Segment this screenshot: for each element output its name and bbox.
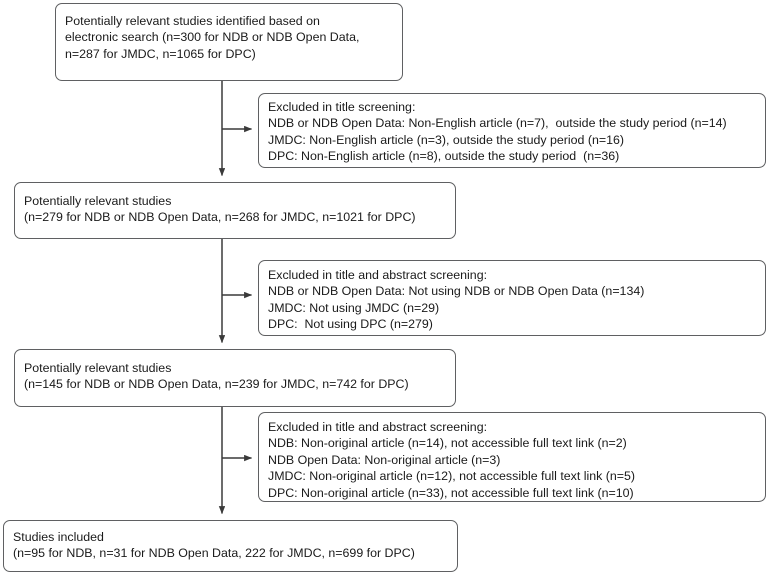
node-excluded-title-line-3: JMDC: Non-English article (n=3), outside… [268, 132, 625, 147]
node-included-line-2: (n=95 for NDB, n=31 for NDB Open Data, 2… [13, 546, 415, 561]
node-excluded-abs2-line-4: JMDC: Non-original article (n=12), not a… [268, 469, 636, 484]
node-identified-line-2: electronic search (n=300 for NDB or NDB … [65, 30, 360, 45]
node-identified-line-1: Potentially relevant studies identified … [65, 14, 320, 28]
node-excluded-title-line-4: DPC: Non-English article (n=8), outside … [268, 149, 620, 164]
node-excluded-abs2-line-2: NDB: Non-original article (n=14), not ac… [268, 436, 627, 451]
node-excluded-title-line-1: Excluded in title screening: [268, 100, 416, 114]
node-excluded-abs1-line-4: DPC: Not using DPC (n=279) [268, 317, 433, 332]
node-excluded-abs1-line-1: Excluded in title and abstract screening… [268, 268, 488, 282]
node-identified-studies: Potentially relevant studies identified … [55, 3, 403, 81]
node-excluded-abs2-line-1: Excluded in title and abstract screening… [268, 420, 488, 434]
node-excluded-title-screening: Excluded in title screening: NDB or NDB … [258, 93, 766, 168]
node-excluded-abs1-line-2: NDB or NDB Open Data: Not using NDB or N… [268, 284, 645, 299]
node-screened1-line-1: Potentially relevant studies [24, 194, 172, 208]
node-relevant-studies-after-title: Potentially relevant studies (n=279 for … [14, 182, 456, 239]
node-excluded-abstract-screening-article-type: Excluded in title and abstract screening… [258, 412, 766, 502]
node-excluded-abs2-line-3: NDB Open Data: Non-original article (n=3… [268, 452, 501, 467]
node-identified-line-3: n=287 for JMDC, n=1065 for DPC) [65, 46, 256, 61]
node-studies-included: Studies included (n=95 for NDB, n=31 for… [3, 520, 458, 572]
node-excluded-abs1-line-3: JMDC: Not using JMDC (n=29) [268, 300, 440, 315]
node-screened2-line-2: (n=145 for NDB or NDB Open Data, n=239 f… [24, 377, 409, 392]
node-excluded-title-line-2: NDB or NDB Open Data: Non-English articl… [268, 116, 727, 131]
node-screened1-line-2: (n=279 for NDB or NDB Open Data, n=268 f… [24, 210, 416, 225]
node-excluded-abstract-screening-relevance: Excluded in title and abstract screening… [258, 260, 766, 336]
node-included-line-1: Studies included [13, 530, 104, 544]
node-screened2-line-1: Potentially relevant studies [24, 361, 172, 375]
node-relevant-studies-after-abstract: Potentially relevant studies (n=145 for … [14, 349, 456, 407]
node-excluded-abs2-line-5: DPC: Non-original article (n=33), not ac… [268, 485, 634, 500]
